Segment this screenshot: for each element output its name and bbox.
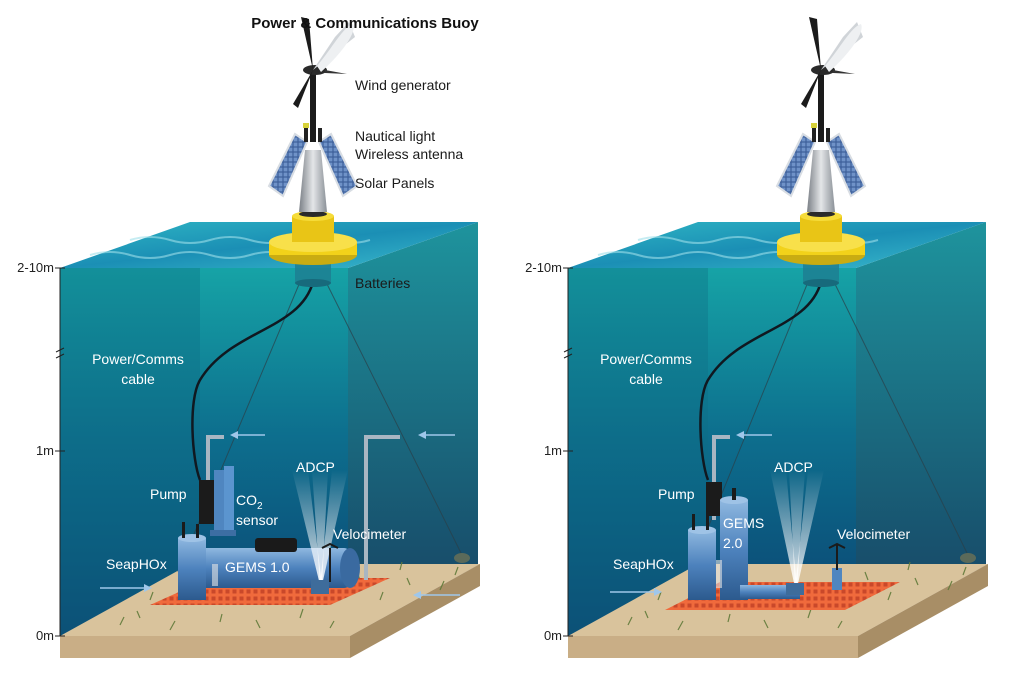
power-comms-cable: [191, 281, 315, 481]
label-gems-2-line2: 2.0: [723, 535, 743, 551]
label-co2: CO2: [236, 492, 263, 512]
label-cable-line2-right: cable: [629, 371, 663, 387]
seaphox: [178, 522, 218, 600]
label-wireless-antenna: Wireless antenna: [355, 146, 463, 162]
depth-label-mid: 1m: [36, 443, 54, 458]
label-gems-1: GEMS 1.0: [225, 559, 290, 575]
depth-axis-left: [55, 267, 65, 637]
depth-label-top: 2-10m: [17, 260, 54, 275]
buoy-right: [776, 16, 866, 288]
label-velocimeter-right: Velocimeter: [837, 526, 910, 542]
label-batteries: Batteries: [355, 275, 410, 291]
anchor-weight: [454, 553, 470, 563]
seaphox-right: [688, 514, 722, 600]
velocimeter-right: [828, 542, 846, 590]
label-gems-2-line1: GEMS: [723, 515, 764, 531]
gems-2-0: [720, 488, 800, 600]
right-panel: [563, 16, 988, 658]
depth-label-top-right: 2-10m: [525, 260, 562, 275]
depth-axis-right: [563, 267, 573, 637]
label-cable-line1: Power/Comms: [92, 351, 184, 367]
depth-label-bottom-right: 0m: [544, 628, 562, 643]
pump: [199, 480, 217, 524]
label-co2-sensor: sensor: [236, 512, 278, 528]
adcp: [311, 580, 329, 594]
depth-label-bottom: 0m: [36, 628, 54, 643]
label-adcp: ADCP: [296, 459, 335, 475]
label-pump: Pump: [150, 486, 187, 502]
label-pump-right: Pump: [658, 486, 695, 502]
depth-label-mid-right: 1m: [544, 443, 562, 458]
buoy-left: [268, 16, 358, 288]
label-seaphox-right: SeapHOx: [613, 556, 674, 572]
label-seaphox: SeapHOx: [106, 556, 167, 572]
label-cable-line1-right: Power/Comms: [600, 351, 692, 367]
left-panel: [55, 16, 480, 658]
diagram-title: Power & Communications Buoy: [251, 15, 479, 32]
label-wind-generator: Wind generator: [355, 77, 451, 93]
label-velocimeter: Velocimeter: [333, 526, 406, 542]
label-adcp-right: ADCP: [774, 459, 813, 475]
velocimeter: [321, 542, 339, 582]
water-side: [348, 222, 478, 636]
label-nautical-light: Nautical light: [355, 128, 435, 144]
co2-sensor: [210, 466, 236, 536]
gems-1-0: [200, 538, 360, 588]
label-cable-line2: cable: [121, 371, 155, 387]
label-solar-panels: Solar Panels: [355, 175, 434, 191]
